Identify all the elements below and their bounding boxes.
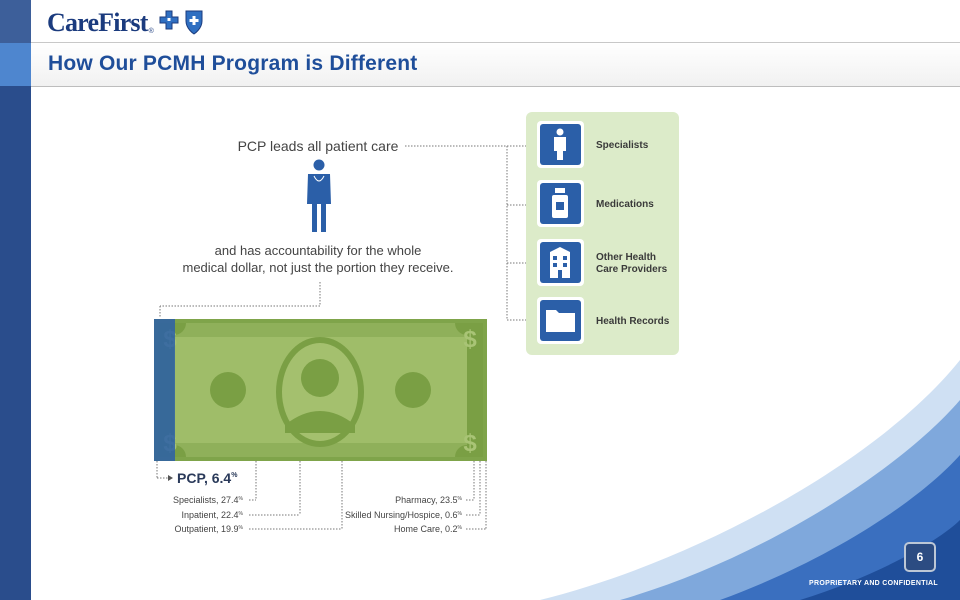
header-divider xyxy=(31,42,960,43)
share-value: Outpatient, 19.9 xyxy=(175,524,239,534)
diagram-headline: PCP leads all patient care xyxy=(238,138,399,154)
share-percent-sign: % xyxy=(239,511,244,517)
diagram-subline-2: medical dollar, not just the portion the… xyxy=(183,260,454,275)
share-value: Inpatient, 22.4 xyxy=(182,510,239,520)
blue-cross-icon xyxy=(159,10,179,30)
specialist-icon xyxy=(554,128,566,160)
side-item-label: Specialists xyxy=(596,140,649,151)
dollar-bill: $ $ $ $ xyxy=(154,319,487,461)
pcp-percent-sign: % xyxy=(231,472,238,479)
share-value: Home Care, 0.2 xyxy=(394,524,458,534)
sidebar-top-block xyxy=(0,0,31,43)
diagram-subline-1: and has accountability for the whole xyxy=(215,243,422,258)
logo-registered-mark: ® xyxy=(148,27,154,35)
bill-dollar-sign: $ xyxy=(463,430,477,457)
headline-connector xyxy=(159,145,533,321)
pcp-share-label: PCP, 6.4% xyxy=(177,470,238,486)
side-item-other-providers: Other Health Care Providers xyxy=(537,239,668,286)
share-label-outpatient: Outpatient, 19.9% xyxy=(175,524,244,534)
bill-portrait-head xyxy=(301,359,339,397)
confidential-footer: PROPRIETARY AND CONFIDENTIAL xyxy=(809,580,938,587)
doctor-icon xyxy=(307,159,331,232)
title-band xyxy=(31,43,960,87)
medication-bottle-icon xyxy=(552,188,568,218)
pcp-share-bar xyxy=(154,319,175,461)
share-percent-sign: % xyxy=(458,496,463,502)
side-item-label: Other Health xyxy=(596,252,656,263)
share-value: Specialists, 27.4 xyxy=(173,495,239,505)
blue-cross-blue-shield-icon xyxy=(159,10,203,35)
folder-icon xyxy=(546,310,575,332)
share-percent-sign: % xyxy=(239,496,244,502)
hospital-building-icon xyxy=(550,247,570,278)
share-percent-sign: % xyxy=(458,525,463,531)
side-item-label-line-2: Care Providers xyxy=(596,264,668,275)
bill-right-seal xyxy=(395,372,431,408)
share-connectors xyxy=(156,461,487,530)
care-team-panel xyxy=(526,112,679,355)
side-item-specialists: Specialists xyxy=(537,121,649,168)
carefirst-logo: CareFirst ® xyxy=(47,8,204,38)
share-percent-sign: % xyxy=(239,525,244,531)
share-label-inpatient: Inpatient, 22.4% xyxy=(182,510,244,520)
side-item-health-records: Health Records xyxy=(537,297,670,344)
blue-shield-icon xyxy=(185,10,203,35)
logo-wordmark: CareFirst xyxy=(47,8,148,37)
pcp-arrow-icon xyxy=(168,475,173,481)
side-item-label: Medications xyxy=(596,199,654,210)
bill-left-seal xyxy=(210,372,246,408)
page-title: How Our PCMH Program is Different xyxy=(48,52,418,75)
share-percent-sign: % xyxy=(458,511,463,517)
share-value: Pharmacy, 23.5 xyxy=(395,495,457,505)
slide-number: 6 xyxy=(904,542,936,572)
bill-portrait-shoulders xyxy=(285,411,355,433)
side-item-medications: Medications xyxy=(537,180,654,227)
share-label-specialists: Specialists, 27.4% xyxy=(173,495,244,505)
share-label-pharmacy: Pharmacy, 23.5% xyxy=(395,495,462,505)
sidebar-accent xyxy=(0,43,31,86)
share-value: Skilled Nursing/Hospice, 0.6 xyxy=(345,510,458,520)
share-label-skilled-nursing: Skilled Nursing/Hospice, 0.6% xyxy=(345,510,463,520)
share-label-home-care: Home Care, 0.2% xyxy=(394,524,463,534)
pcp-share-value: PCP, 6.4 xyxy=(177,470,231,486)
side-item-label: Health Records xyxy=(596,316,670,327)
sidebar-bar xyxy=(0,43,31,600)
bill-dollar-sign: $ xyxy=(463,326,477,353)
